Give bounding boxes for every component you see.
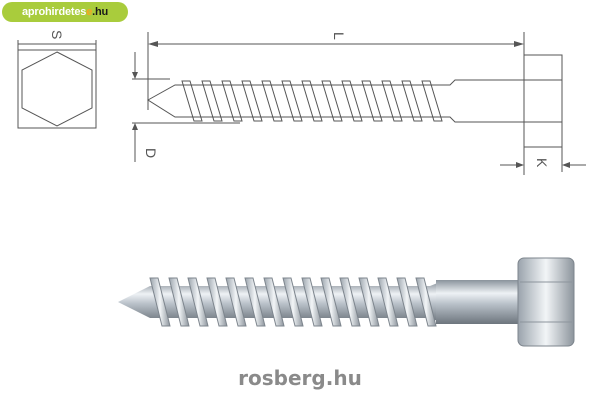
thread-line [421,80,443,122]
thread-crest [225,277,247,327]
thread-line [321,80,343,122]
thread-line [401,80,423,122]
logo-text: aprohirdetes [21,6,87,18]
label-k: K [534,158,550,168]
label-s: S [49,30,65,39]
thread-crest [149,277,171,327]
thread-crest [206,277,228,327]
thread-crest [168,277,190,327]
thread-line [381,80,403,122]
logo-suffix: .hu [92,6,109,18]
thread-crest [301,277,323,327]
thread-crest [187,277,209,327]
thread-line [201,80,223,122]
thread-crest [339,277,361,327]
screw-side-view: L D K [132,32,586,175]
thread-crest [244,277,266,327]
thread-line [261,80,283,122]
thread-line [181,80,203,122]
thread-line [341,80,363,122]
thread-crest [396,277,418,327]
thread-crest [263,277,285,327]
logo-accent: e [86,6,93,18]
thread-crest [358,277,380,327]
thread-line [301,80,323,122]
thread-line [281,80,303,122]
thread-line [241,80,263,122]
screw-photo [118,257,575,347]
watermark: rosberg.hu [238,366,362,390]
thread-crest [320,277,342,327]
label-d: D [143,148,159,158]
thread-crest [282,277,304,327]
label-l: L [331,32,347,40]
thread-crest [415,277,437,327]
thread-crest [377,277,399,327]
thread-line [361,80,383,122]
hex-head-end-view: S [17,30,97,129]
thread-line [221,80,243,122]
